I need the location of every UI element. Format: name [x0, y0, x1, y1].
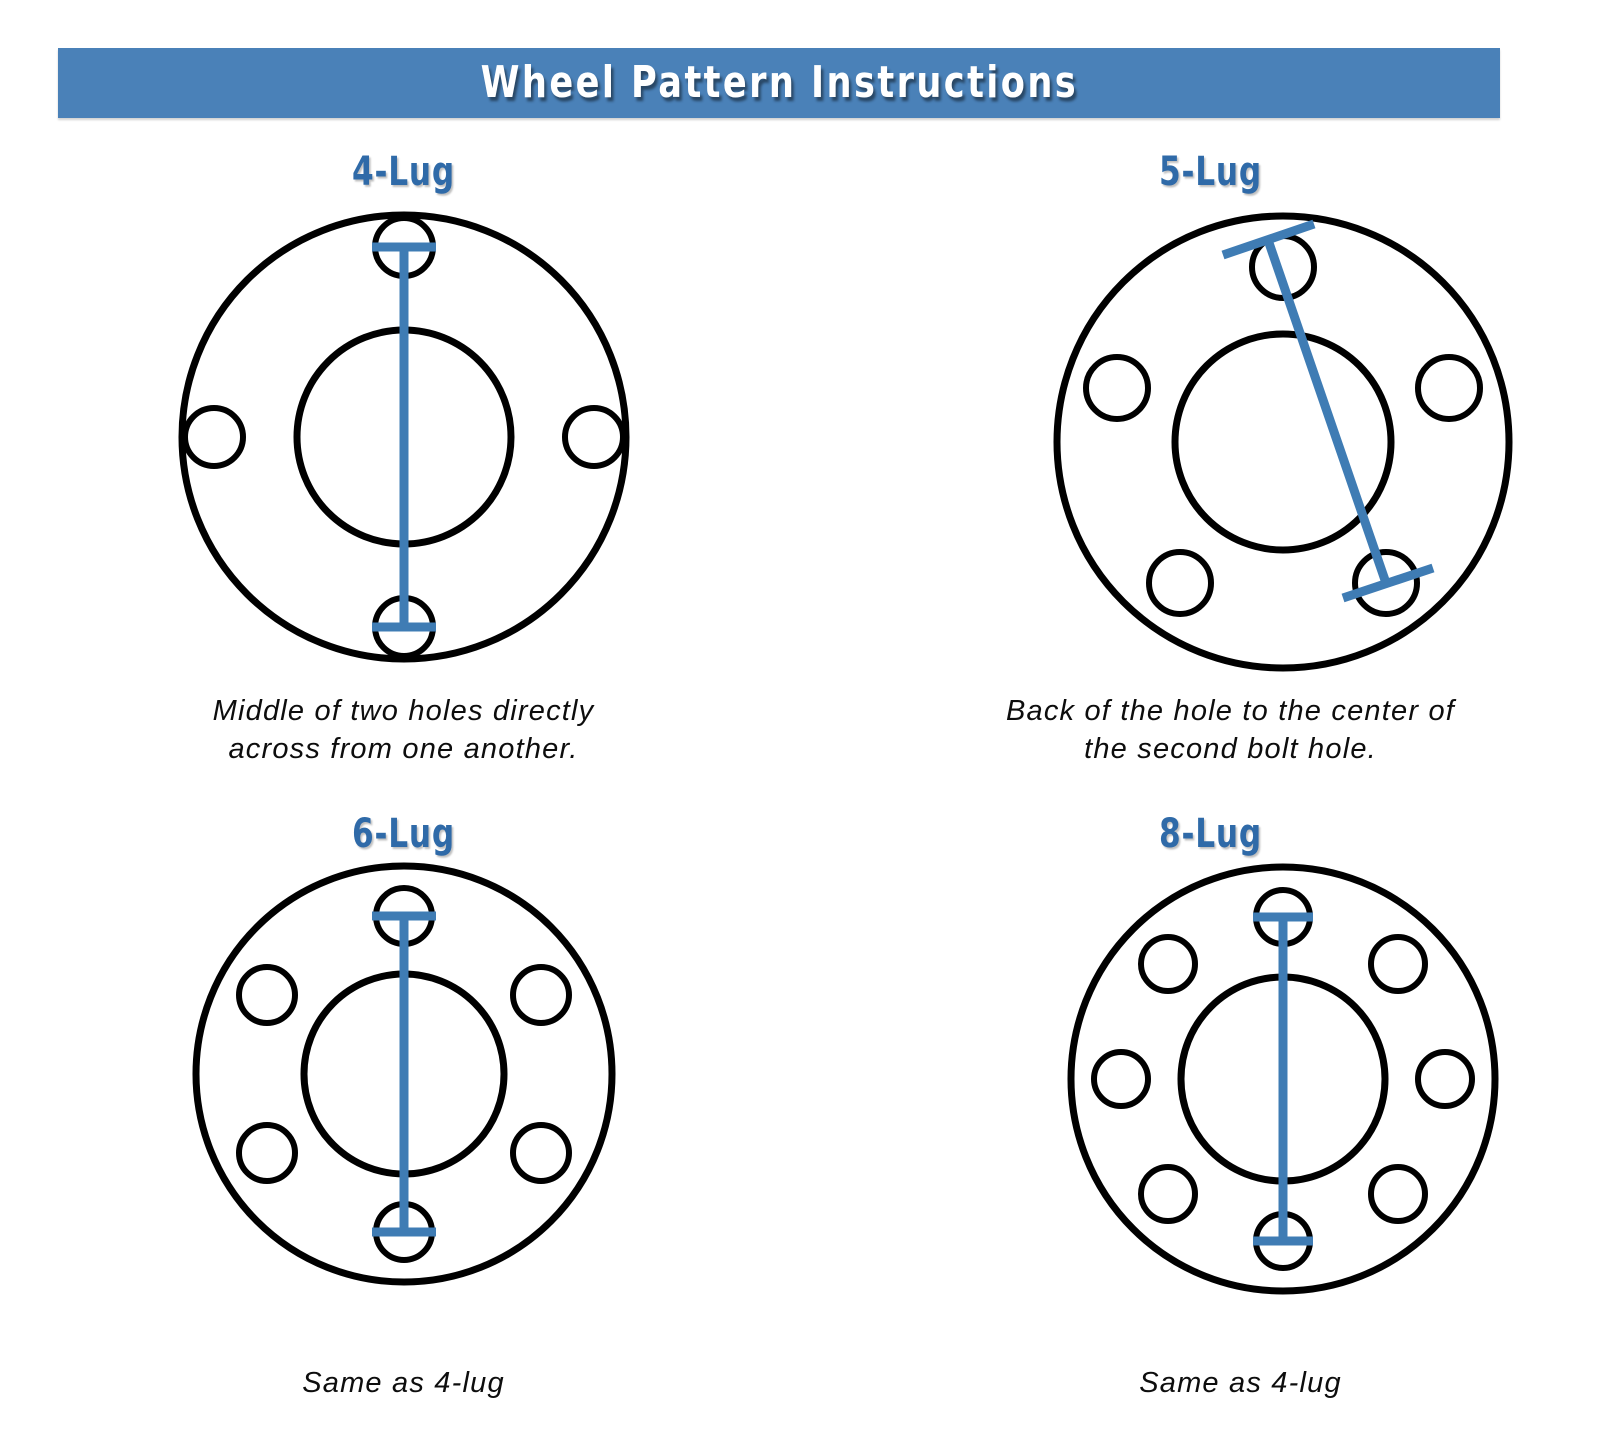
caption-line: the second bolt hole. — [1084, 733, 1377, 766]
wheel-illustration-8-lug — [807, 854, 1614, 1304]
wheel-diagram-grid: 4-Lug Middle of two holes directly acros… — [0, 130, 1614, 1454]
caption-line: Back of the hole to the center of — [1005, 695, 1456, 727]
page-title: Wheel Pattern Instructions — [480, 57, 1078, 108]
wheel-svg-8-lug — [1067, 863, 1498, 1295]
wheel-svg-4-lug — [178, 211, 629, 663]
lug-hole — [235, 964, 298, 1026]
wheel-illustration-5-lug — [807, 202, 1614, 682]
lug-hole — [509, 1122, 572, 1184]
lug-hole — [1090, 1049, 1151, 1109]
lug-hole — [509, 964, 572, 1026]
lug-hole — [1137, 1164, 1198, 1224]
wheel-diagram-6-lug: 6-Lug Same as 4-lug — [0, 792, 807, 1454]
lug-hole — [1137, 934, 1198, 994]
lug-hole — [1414, 354, 1483, 422]
lug-hole — [1145, 549, 1214, 617]
lug-hole — [235, 1122, 298, 1184]
center-hub-circle — [1171, 330, 1394, 554]
lug-hole — [561, 405, 626, 469]
measurement-cap-end — [1341, 563, 1434, 603]
caption-8-lug: Same as 4-lug — [807, 1364, 1614, 1402]
lug-hole — [1414, 1049, 1475, 1109]
wheel-diagram-4-lug: 4-Lug Middle of two holes directly acros… — [0, 130, 807, 792]
lug-label-6: 6-Lug — [352, 811, 455, 857]
lug-hole — [1367, 1164, 1428, 1224]
wheel-illustration-4-lug — [0, 202, 807, 672]
wheel-svg-5-lug — [1053, 212, 1512, 672]
caption-line: across from one another. — [228, 733, 579, 766]
lug-label-4: 4-Lug — [352, 149, 455, 195]
wheel-svg-6-lug — [192, 862, 615, 1286]
wheel-diagram-5-lug: 5-Lug Back of the hol — [807, 130, 1614, 792]
wheel-diagram-8-lug: 8-Lug — [807, 792, 1614, 1454]
lug-hole — [1082, 354, 1151, 422]
measurement-line — [1263, 238, 1390, 585]
caption-5-lug: Back of the hole to the center of the se… — [807, 692, 1614, 769]
lug-hole — [181, 405, 246, 469]
caption-4-lug: Middle of two holes directly across from… — [0, 692, 807, 769]
lug-hole — [1367, 934, 1428, 994]
measurement-cap-start — [1221, 219, 1315, 260]
caption-line: Same as 4-lug — [302, 1367, 505, 1399]
caption-line: Same as 4-lug — [1139, 1367, 1342, 1399]
wheel-illustration-6-lug — [0, 854, 807, 1294]
header-banner: Wheel Pattern Instructions — [58, 48, 1500, 118]
lug-label-8: 8-Lug — [1159, 811, 1262, 857]
caption-line: Middle of two holes directly — [212, 695, 595, 727]
lug-label-5: 5-Lug — [1159, 149, 1262, 195]
caption-6-lug: Same as 4-lug — [0, 1364, 807, 1402]
